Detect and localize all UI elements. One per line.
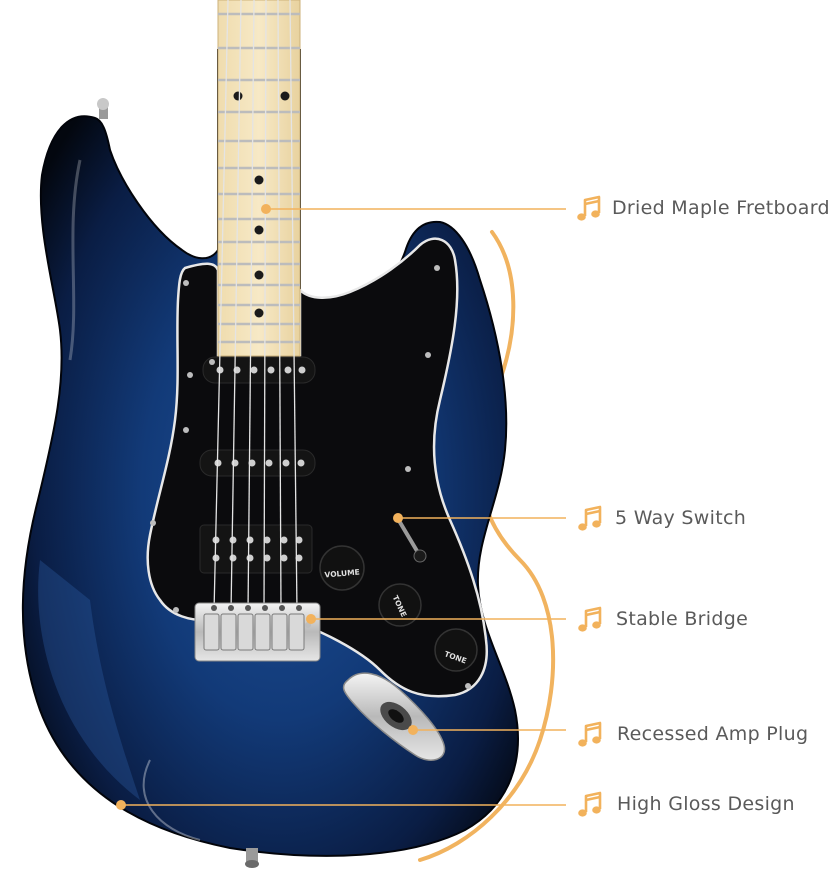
body-edge-highlight: [418, 230, 556, 862]
bridge: [194, 602, 321, 662]
svg-text:VOLUME: VOLUME: [324, 567, 360, 579]
callout-5-way-switch: 5 Way Switch: [615, 507, 747, 529]
volume-knob: VOLUME: [319, 545, 365, 591]
humbucker-pickup: [199, 524, 313, 574]
music-note-icon: [578, 721, 602, 747]
callout-high-gloss-design: High Gloss Design: [617, 793, 795, 815]
strings: [213, 0, 298, 613]
fret-markers: [233, 91, 290, 318]
neck-pickup: [202, 356, 316, 384]
pickguard: [146, 237, 488, 698]
music-note-icon: [578, 505, 602, 531]
frets: [218, 12, 300, 344]
callout-leaders: [116, 204, 566, 810]
music-note-icon: [578, 606, 602, 632]
strap-pin-bottom: [245, 848, 259, 868]
callout-stable-bridge: Stable Bridge: [616, 608, 749, 630]
strap-pin-top: [97, 98, 109, 119]
pickup-selector-switch: [396, 517, 427, 563]
body-gloss-streak: [68, 159, 82, 361]
middle-pickup: [199, 449, 316, 477]
callout-dried-maple-fretboard: Dried Maple Fretboard: [612, 197, 828, 219]
tone-knob-1: TONE: [378, 583, 422, 627]
pickguard-screws: [150, 265, 471, 689]
music-note-icon: [577, 195, 601, 221]
amp-jack-plate: [342, 672, 446, 761]
music-note-icon: [578, 791, 602, 817]
body-gloss: [38, 560, 140, 800]
tone-knob-2: TONE: [434, 628, 478, 672]
callout-recessed-amp-plug: Recessed Amp Plug: [617, 723, 809, 745]
